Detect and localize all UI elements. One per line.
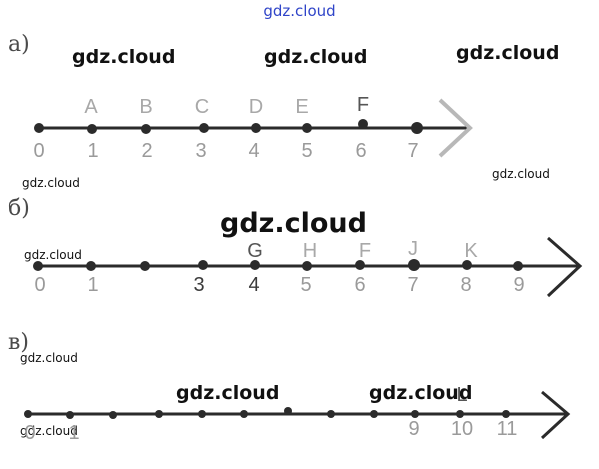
watermark-a-right: gdz.cloud bbox=[456, 42, 560, 64]
watermark-b-small: gdz.cloud bbox=[24, 248, 82, 262]
point-a-7 bbox=[411, 122, 423, 134]
point-a-1 bbox=[87, 124, 97, 134]
point-v-10 bbox=[456, 410, 464, 418]
watermark-a-small-right: gdz.cloud bbox=[492, 167, 550, 181]
number-a-3: 3 bbox=[195, 140, 207, 162]
point-v-7 bbox=[327, 410, 335, 418]
point-a-3 bbox=[199, 123, 209, 133]
number-a-7: 7 bbox=[407, 140, 419, 162]
watermark-a-mid: gdz.cloud bbox=[264, 46, 368, 68]
number-a-5: 5 bbox=[301, 140, 313, 162]
point-a-0 bbox=[34, 123, 44, 133]
letter-a-6: F bbox=[356, 94, 370, 116]
point-v-11 bbox=[502, 410, 510, 418]
number-a-6: 6 bbox=[355, 140, 367, 162]
number-b-6: 6 bbox=[354, 274, 366, 296]
watermark-a-left: gdz.cloud bbox=[72, 46, 176, 68]
point-v-8 bbox=[370, 410, 378, 418]
point-b-7 bbox=[408, 259, 420, 271]
part-a-label: а) bbox=[8, 32, 30, 57]
point-b-0 bbox=[33, 261, 43, 271]
letter-a-1: A bbox=[84, 96, 98, 118]
number-b-5: 5 bbox=[300, 274, 312, 296]
point-v-0 bbox=[24, 410, 32, 418]
point-b-6 bbox=[355, 260, 365, 270]
number-b-9: 9 bbox=[513, 274, 525, 296]
point-v-3 bbox=[155, 410, 163, 418]
number-b-1: 1 bbox=[87, 274, 99, 296]
point-b-2 bbox=[140, 261, 150, 271]
number-v-10: 10 bbox=[450, 418, 474, 440]
letter-a-2: B bbox=[139, 96, 153, 118]
point-b-9 bbox=[513, 261, 523, 271]
point-a-2 bbox=[141, 124, 151, 134]
watermark-v-mid-right: gdz.cloud bbox=[369, 382, 473, 404]
point-v-1 bbox=[66, 411, 74, 419]
letter-b-5: H bbox=[302, 240, 318, 262]
watermark-b-big: gdz.cloud bbox=[220, 208, 367, 239]
number-a-1: 1 bbox=[87, 140, 99, 162]
point-b-8 bbox=[462, 260, 472, 270]
letter-a-3: C bbox=[194, 96, 210, 118]
point-v-5 bbox=[240, 410, 248, 418]
watermark-v-small-bottom: gdz.cloud bbox=[20, 424, 78, 438]
point-v-6 bbox=[284, 407, 292, 415]
letter-a-5: E bbox=[295, 96, 309, 118]
letter-b-8: K bbox=[464, 240, 478, 262]
watermark-v-small-top: gdz.cloud bbox=[20, 351, 78, 365]
number-b-3: 3 bbox=[193, 274, 205, 296]
number-b-0: 0 bbox=[34, 274, 46, 296]
point-v-9 bbox=[411, 410, 419, 418]
letter-b-4: G bbox=[247, 240, 263, 262]
point-a-6 bbox=[358, 119, 368, 129]
point-b-5 bbox=[302, 261, 312, 271]
number-a-0: 0 bbox=[33, 140, 45, 162]
point-a-5 bbox=[302, 123, 312, 133]
number-v-1: 1 bbox=[68, 422, 80, 444]
number-b-7: 7 bbox=[407, 274, 419, 296]
number-b-4: 4 bbox=[248, 274, 260, 296]
number-v-11: 11 bbox=[496, 418, 518, 440]
point-b-1 bbox=[86, 261, 96, 271]
number-a-2: 2 bbox=[141, 140, 153, 162]
part-v-label: в) bbox=[8, 330, 29, 355]
number-v-9: 9 bbox=[408, 418, 420, 440]
letter-b-7: J bbox=[408, 238, 418, 260]
header-watermark: gdz.cloud bbox=[263, 2, 336, 20]
point-b-4 bbox=[250, 260, 260, 270]
number-a-4: 4 bbox=[248, 140, 260, 162]
watermark-a-small-left: gdz.cloud bbox=[22, 176, 80, 190]
letter-a-4: D bbox=[248, 96, 264, 118]
number-b-8: 8 bbox=[460, 274, 472, 296]
letter-b-6: F bbox=[358, 240, 372, 262]
watermark-v-mid-left: gdz.cloud bbox=[176, 382, 280, 404]
point-v-4 bbox=[198, 410, 206, 418]
letter-v-10: L bbox=[456, 384, 468, 406]
point-a-4 bbox=[251, 123, 261, 133]
part-b-label: б) bbox=[8, 196, 30, 221]
number-v-0: 0 bbox=[24, 422, 36, 444]
point-v-2 bbox=[109, 411, 117, 419]
point-b-3 bbox=[198, 260, 208, 270]
